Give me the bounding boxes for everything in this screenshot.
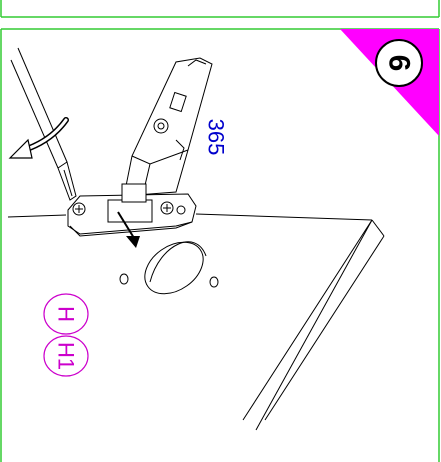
main-panel-frame: [0, 28, 440, 462]
label-h: H: [43, 293, 89, 335]
removal-arrow-icon: [117, 211, 140, 248]
label-h1-text: H1: [54, 342, 79, 370]
cabinet-panel: [7, 213, 385, 431]
hinge-arm: [121, 57, 213, 203]
step-number-circle: [375, 39, 423, 87]
rotation-arrow-icon: [8, 117, 69, 159]
drill-cup-hole: [119, 241, 219, 295]
step-number: 6: [383, 55, 416, 72]
label-h1: H1: [43, 335, 89, 377]
top-panel-frame: [0, 0, 440, 18]
part-code: 365: [204, 119, 229, 156]
screwdriver: [10, 47, 77, 201]
hinge-base-plate: [67, 193, 197, 237]
label-h-text: H: [54, 306, 79, 322]
